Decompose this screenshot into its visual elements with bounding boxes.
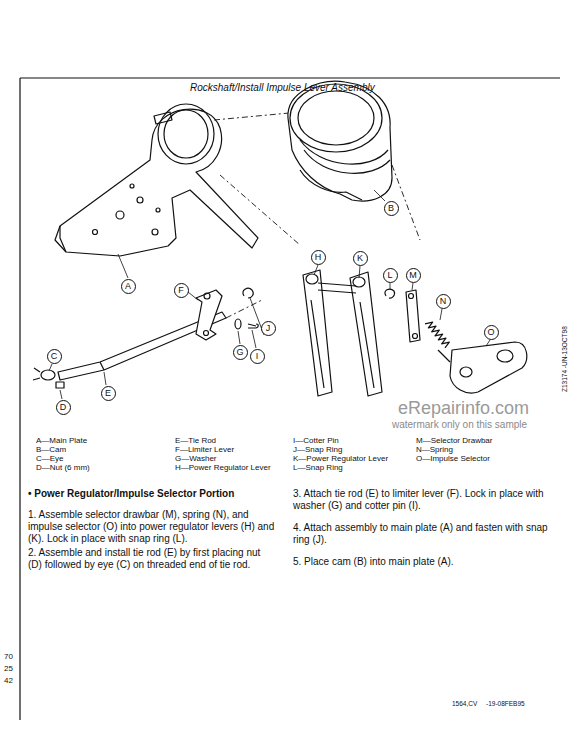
footer-code: 1564,CV (452, 700, 477, 708)
callout-letter-text: C (51, 352, 58, 361)
parts-key-entry: H—Power Regulator Lever (175, 463, 271, 473)
callout-letter: H (311, 250, 326, 265)
callout-letter: G (233, 345, 248, 360)
callout-letter: J (261, 321, 276, 336)
nut (56, 382, 64, 388)
parts-key-entry: L—Snap Ring (293, 463, 343, 473)
parts-key-entry: I—Cotter Pin (293, 436, 339, 446)
parts-key-entry: B—Cam (36, 445, 66, 455)
tie-rod (33, 312, 226, 388)
parts-key-entry: N—Spring (416, 445, 453, 455)
cotter-pin (248, 324, 258, 328)
limiter-lever (196, 290, 222, 340)
parts-key-entry: F—Limiter Lever (175, 445, 234, 455)
parts-key-entry: O—Impulse Selector (416, 454, 490, 464)
callout-letter: B (384, 201, 399, 216)
parts-key-entry: E—Tie Rod (175, 436, 216, 446)
callout-letter-text: D (60, 403, 67, 412)
callout-letter: A (121, 279, 136, 294)
parts-key-entry: M—Selector Drawbar (416, 436, 492, 446)
parts-key-entry: J—Snap Ring (293, 445, 342, 455)
page-title: Rockshaft/Install Impulse Lever Assembly (190, 82, 375, 93)
callout-letter: D (56, 400, 71, 415)
leader-line (49, 190, 490, 399)
callout-letter: C (47, 349, 62, 364)
cam (288, 81, 392, 201)
watermark: watermark only on this sample (392, 419, 527, 431)
procedure-step: 2. Assemble and install tie rod (E) by f… (28, 547, 276, 571)
callout-letter: L (383, 268, 398, 283)
page-tab-number: 70 (4, 652, 13, 662)
parts-key-entry: K—Power Regulator Lever (293, 454, 388, 464)
callout-letter-text: G (236, 348, 243, 357)
callout-letter-text: A (125, 282, 131, 291)
page-tab-number: 25 (4, 664, 13, 674)
power-regulator-lever (303, 270, 332, 396)
snap-ring (385, 289, 395, 298)
callout-letter-text: M (409, 271, 417, 280)
procedure-step: 3. Attach tie rod (E) to limiter lever (… (293, 488, 555, 512)
callout-letter-text: F (178, 286, 184, 295)
callout-letter-text: K (357, 254, 363, 263)
power-regulator-lever (318, 272, 382, 396)
spring (425, 322, 449, 348)
figure-code: Z13174 -UN-13OCT98 (561, 326, 569, 392)
eye (41, 370, 55, 380)
procedure-step: 1. Assemble selector drawbar (M), spring… (28, 509, 276, 545)
footer-code: -19-08FEB95 (486, 700, 525, 708)
callout-letter-text: J (266, 324, 271, 333)
callout-letter: F (174, 283, 189, 298)
parts-key-entry: C—Eye (36, 454, 64, 464)
parts-key-entry: D—Nut (6 mm) (36, 463, 90, 473)
callout-letter-text: O (487, 328, 494, 337)
callout-letter-text: L (387, 271, 392, 280)
parts-key-entry: G—Washer (175, 454, 217, 464)
callout-letter: N (436, 294, 451, 309)
impulse-selector (438, 342, 527, 393)
callout-letter: I (250, 349, 265, 364)
callout-letter-text: H (315, 253, 322, 262)
parts-key-entry: A—Main Plate (36, 436, 87, 446)
frame-line (19, 78, 20, 720)
callout-letter: M (406, 268, 421, 283)
section-heading: • Power Regulator/Impulse Selector Porti… (28, 488, 288, 500)
callout-letter: E (101, 386, 116, 401)
callout-letter-text: B (388, 204, 394, 213)
callout-letter-text: I (256, 352, 259, 361)
page-tab-number: 42 (4, 676, 13, 686)
frame-line (20, 77, 560, 78)
main-plate (55, 104, 258, 256)
procedure-step: 5. Place cam (B) into main plate (A). (293, 556, 555, 568)
procedure-step: 4. Attach assembly to main plate (A) and… (293, 522, 555, 546)
callout-letter-text: N (440, 297, 447, 306)
callout-letter-text: E (105, 389, 111, 398)
snap-ring (243, 288, 253, 298)
washer (235, 319, 241, 329)
selector-drawbar (406, 290, 420, 342)
callout-letter: K (353, 251, 368, 266)
callout-letter: O (484, 325, 499, 340)
watermark: eRepairinfo.com (398, 398, 529, 420)
